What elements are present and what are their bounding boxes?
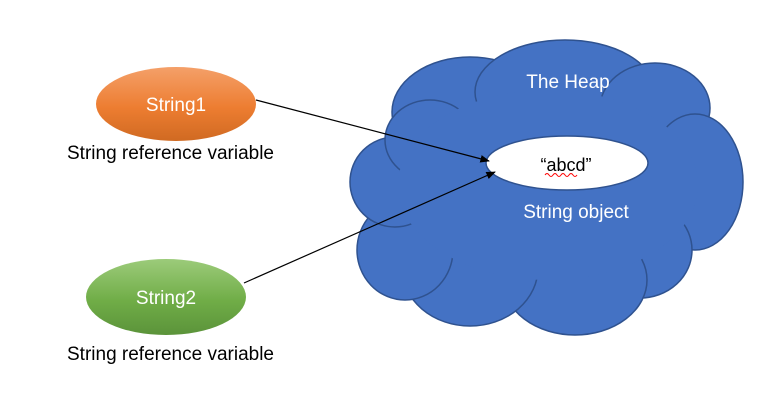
string1-node: String1 <box>96 67 256 141</box>
heap-title: The Heap <box>526 72 609 93</box>
arrow-string1-to-object <box>255 99 490 163</box>
string-object-node: “abcd” <box>485 135 649 191</box>
string-object-value: “abcd” <box>540 155 591 175</box>
string2-label: String2 <box>136 288 196 309</box>
arrow-string2-to-object <box>243 171 496 284</box>
string2-node: String2 <box>86 259 246 335</box>
string-object-label: String object <box>523 202 629 223</box>
spellcheck-underline <box>544 173 578 177</box>
string1-caption: String reference variable <box>67 143 274 164</box>
string1-label: String1 <box>146 95 206 116</box>
string2-caption: String reference variable <box>67 344 274 365</box>
